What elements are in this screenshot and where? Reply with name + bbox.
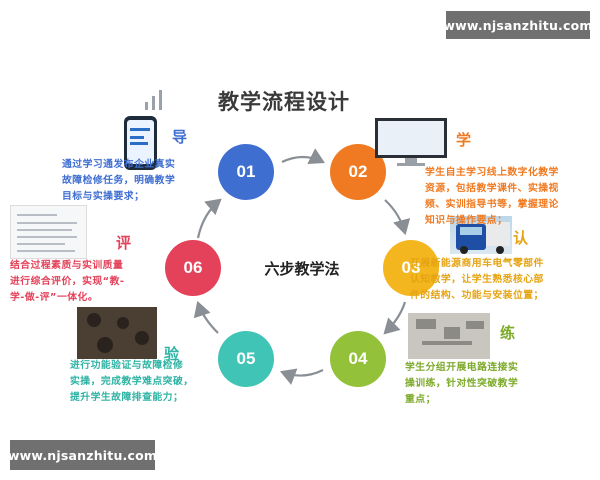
desc-line: 学生分组开展电路连接实: [405, 362, 519, 373]
step-02-description: 学生自主学习线上数字化教学 资源，包括教学课件、实操视 频、实训指导书等，掌握理…: [425, 165, 587, 229]
step-01-description: 通过学习通发布企业真实 故障检修任务，明确教学 目标与实操要求；: [62, 157, 222, 205]
step-06-description: 结合过程素质与实训质量 进行综合评价，实现“教- 学-做-评”一体化。: [10, 258, 162, 306]
step-05-description: 进行功能验证与故障检修 实操，完成教学难点突破， 提升学生故障排查能力；: [70, 358, 230, 406]
step-03-title: 认: [513, 229, 529, 247]
desc-line: 进行综合评价，实现“教-: [10, 276, 125, 287]
arrow-01-02: [281, 148, 325, 164]
arrow-03-04: [383, 301, 407, 335]
watermark-top: www.njsanzhitu.com: [443, 11, 592, 39]
circuit-board-image: [408, 313, 490, 359]
phone-image: [124, 116, 157, 170]
desc-line: 提升学生故障排查能力；: [70, 392, 184, 403]
step-04-circle: 04: [330, 331, 386, 387]
step-06-title: 评: [116, 234, 132, 252]
bars-icon: [143, 86, 169, 110]
desc-line: 知识与操作要点；: [425, 215, 508, 226]
step-01-circle: 01: [218, 144, 274, 200]
step-06-circle: 06: [165, 240, 221, 296]
desc-line: 重点；: [405, 394, 436, 405]
step-05-title: 验: [164, 345, 180, 363]
arrow-02-03: [384, 199, 411, 236]
desc-line: 开展新能源商用车电气零部件: [410, 258, 544, 269]
center-label: 六步教学法: [264, 260, 340, 278]
desc-line: 通过学习通发布企业真实: [62, 159, 176, 170]
desc-line: 操训练，针对性突破教学: [405, 378, 519, 389]
step-02-title: 学: [456, 131, 472, 149]
desc-line: 资源，包括教学课件、实操视: [425, 183, 559, 194]
watermark-bottom: www.njsanzhitu.com: [8, 440, 157, 470]
desc-line: 结合过程素质与实训质量: [10, 260, 124, 271]
step-03-description: 开展新能源商用车电气零部件 认知教学，让学生熟悉核心部 件的结构、功能与安装位置…: [410, 256, 588, 304]
document-image: [10, 205, 87, 259]
step-04-description: 学生分组开展电路连接实 操训练，针对性突破教学 重点；: [405, 360, 560, 408]
truck-image: [450, 216, 512, 254]
desc-line: 频、实训指导书等，掌握理论: [425, 199, 559, 210]
desc-line: 目标与实操要求；: [62, 191, 145, 202]
desc-line: 实操，完成教学难点突破，: [70, 376, 194, 387]
desc-line: 故障检修任务，明确教学: [62, 175, 176, 186]
step-01-title: 导: [172, 128, 188, 146]
desc-line: 学-做-评”一体化。: [10, 292, 99, 303]
arrow-05-06: [193, 300, 219, 334]
arrow-06-01: [196, 198, 222, 239]
monitor-image: [375, 118, 447, 168]
desc-line: 学生自主学习线上数字化教学: [425, 167, 559, 178]
lab-image: [77, 307, 157, 359]
step-04-title: 练: [500, 324, 516, 342]
desc-line: 进行功能验证与故障检修: [70, 360, 184, 371]
desc-line: 件的结构、功能与安装位置；: [410, 290, 544, 301]
page-title: 教学流程设计: [218, 90, 350, 114]
step-05-circle: 05: [218, 331, 274, 387]
desc-line: 认知教学，让学生熟悉核心部: [410, 274, 544, 285]
arrow-04-05: [279, 368, 324, 385]
step-03-circle: 03: [383, 240, 439, 296]
